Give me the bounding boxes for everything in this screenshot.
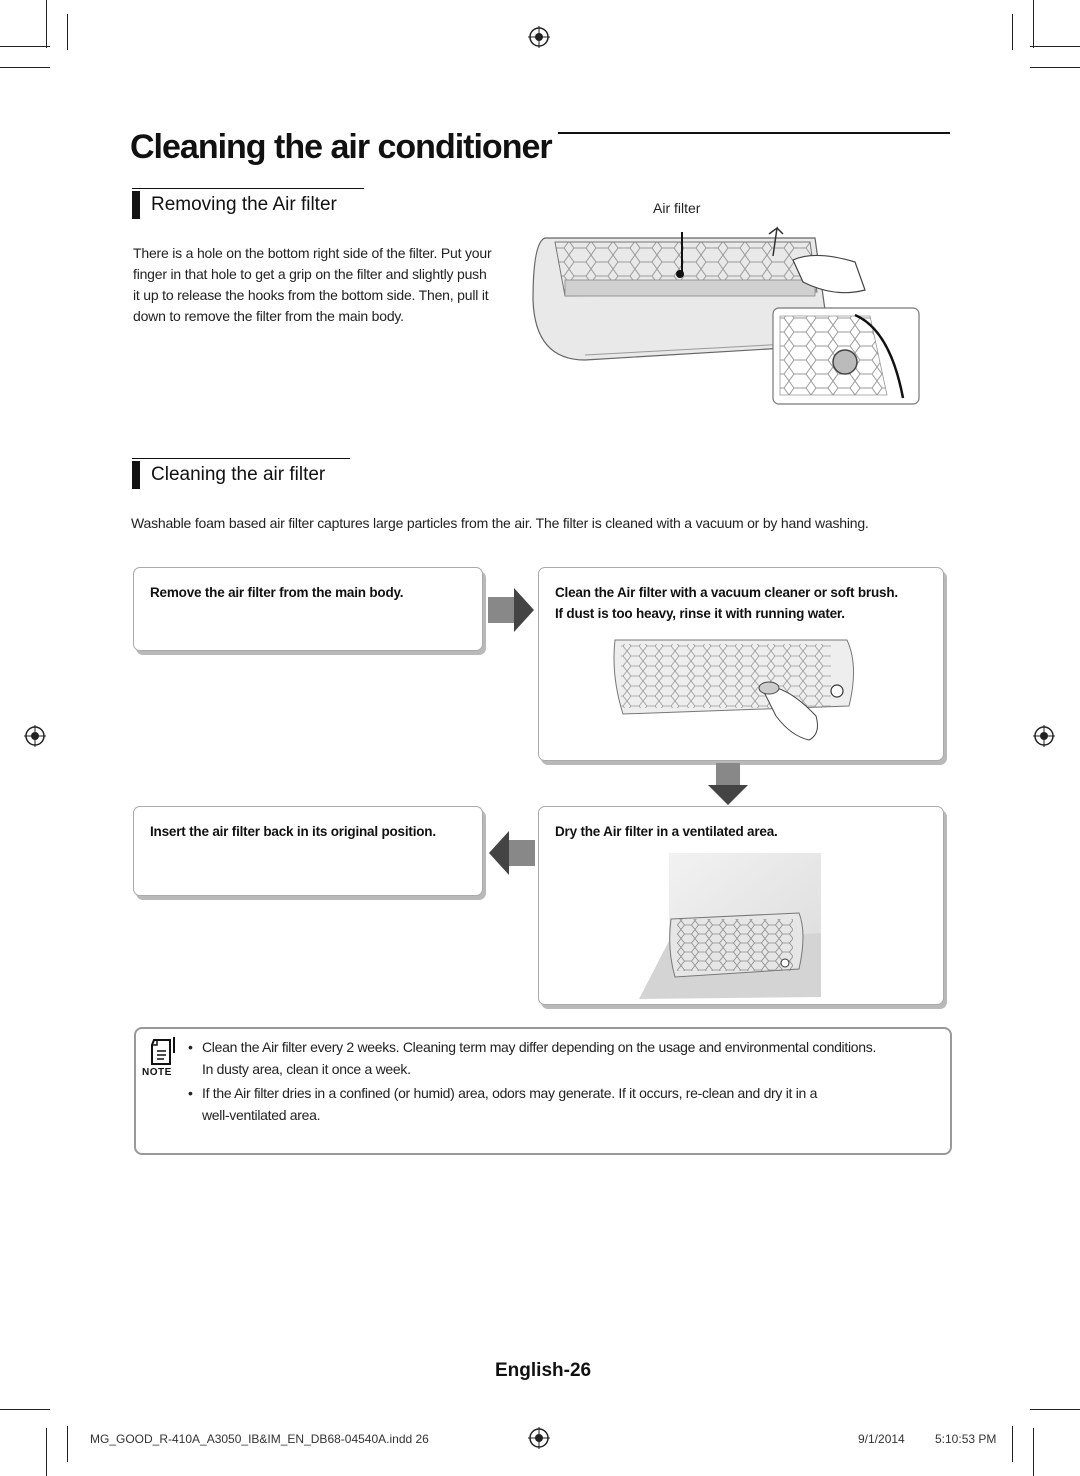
- step-box-clean: Clean the Air filter with a vacuum clean…: [538, 567, 944, 761]
- arrow-down-icon: [708, 763, 748, 805]
- removing-instructions: There is a hole on the bottom right side…: [133, 243, 528, 327]
- note-line: If the Air filter dries in a confined (o…: [202, 1085, 818, 1101]
- paragraph-line: There is a hole on the bottom right side…: [133, 245, 492, 261]
- step-box-dry: Dry the Air filter in a ventilated area.: [538, 806, 944, 1005]
- section-heading-removing: Removing the Air filter: [151, 194, 337, 215]
- step-text: Dry the Air filter in a ventilated area.: [555, 824, 778, 839]
- note-item: • If the Air filter dries in a confined …: [188, 1082, 818, 1126]
- registration-mark-icon: [528, 1427, 550, 1449]
- crop-mark: [46, 1428, 47, 1476]
- registration-mark-icon: [528, 26, 550, 48]
- page-number: English-26: [495, 1360, 592, 1381]
- step-text: Remove the air filter from the main body…: [150, 585, 404, 600]
- crop-mark: [67, 14, 68, 50]
- title-rule: [558, 132, 950, 134]
- section-marker: [132, 191, 140, 219]
- note-box: NOTE • Clean the Air filter every 2 week…: [134, 1027, 952, 1155]
- note-item: • Clean the Air filter every 2 weeks. Cl…: [188, 1036, 877, 1080]
- crop-mark: [67, 1426, 68, 1462]
- crop-mark: [1033, 0, 1034, 48]
- registration-mark-icon: [24, 725, 46, 747]
- note-icon: [151, 1037, 175, 1065]
- registration-mark-icon: [1033, 725, 1055, 747]
- crop-mark: [0, 46, 50, 47]
- air-conditioner-illustration: [532, 226, 920, 405]
- paragraph-line: down to remove the filter from the main …: [133, 308, 404, 324]
- page-title: Cleaning the air conditioner: [130, 128, 553, 166]
- paragraph-line: it up to release the hooks from the bott…: [133, 287, 489, 303]
- crop-mark: [1030, 67, 1080, 68]
- note-line: Clean the Air filter every 2 weeks. Clea…: [202, 1039, 877, 1055]
- cleaning-intro: Washable foam based air filter captures …: [131, 515, 869, 531]
- crop-mark: [46, 0, 47, 48]
- footer-time: 5:10:53 PM: [935, 1432, 997, 1446]
- section-rule: [132, 188, 364, 189]
- bullet: •: [188, 1039, 193, 1055]
- step-line: Clean the Air filter with a vacuum clean…: [555, 585, 898, 600]
- drying-filter-illustration: [639, 853, 821, 999]
- crop-mark: [1033, 1428, 1034, 1476]
- footer-date: 9/1/2014: [858, 1432, 905, 1446]
- section-marker: [132, 461, 140, 489]
- crop-mark: [1012, 14, 1013, 50]
- vacuum-filter-illustration: [613, 639, 855, 741]
- note-label: NOTE: [142, 1067, 172, 1078]
- step-box-remove: Remove the air filter from the main body…: [133, 567, 483, 651]
- step-line: If dust is too heavy, rinse it with runn…: [555, 606, 845, 621]
- air-filter-label: Air filter: [653, 200, 701, 216]
- crop-mark: [0, 1409, 50, 1410]
- bullet: •: [188, 1085, 193, 1101]
- section-heading-cleaning: Cleaning the air filter: [151, 464, 326, 485]
- crop-mark: [0, 67, 50, 68]
- crop-mark: [1030, 46, 1080, 47]
- arrow-left-icon: [489, 831, 535, 875]
- footer-filename: MG_GOOD_R-410A_A3050_IB&IM_EN_DB68-04540…: [90, 1432, 429, 1446]
- note-line: In dusty area, clean it once a week.: [202, 1061, 411, 1077]
- arrow-right-icon: [488, 588, 534, 632]
- paragraph-line: finger in that hole to get a grip on the…: [133, 266, 487, 282]
- step-text: Insert the air filter back in its origin…: [150, 824, 436, 839]
- step-text: Clean the Air filter with a vacuum clean…: [555, 582, 898, 624]
- note-line: well-ventilated area.: [202, 1107, 321, 1123]
- crop-mark: [1030, 1409, 1080, 1410]
- crop-mark: [1012, 1426, 1013, 1462]
- section-rule: [132, 458, 350, 459]
- step-box-insert: Insert the air filter back in its origin…: [133, 806, 483, 896]
